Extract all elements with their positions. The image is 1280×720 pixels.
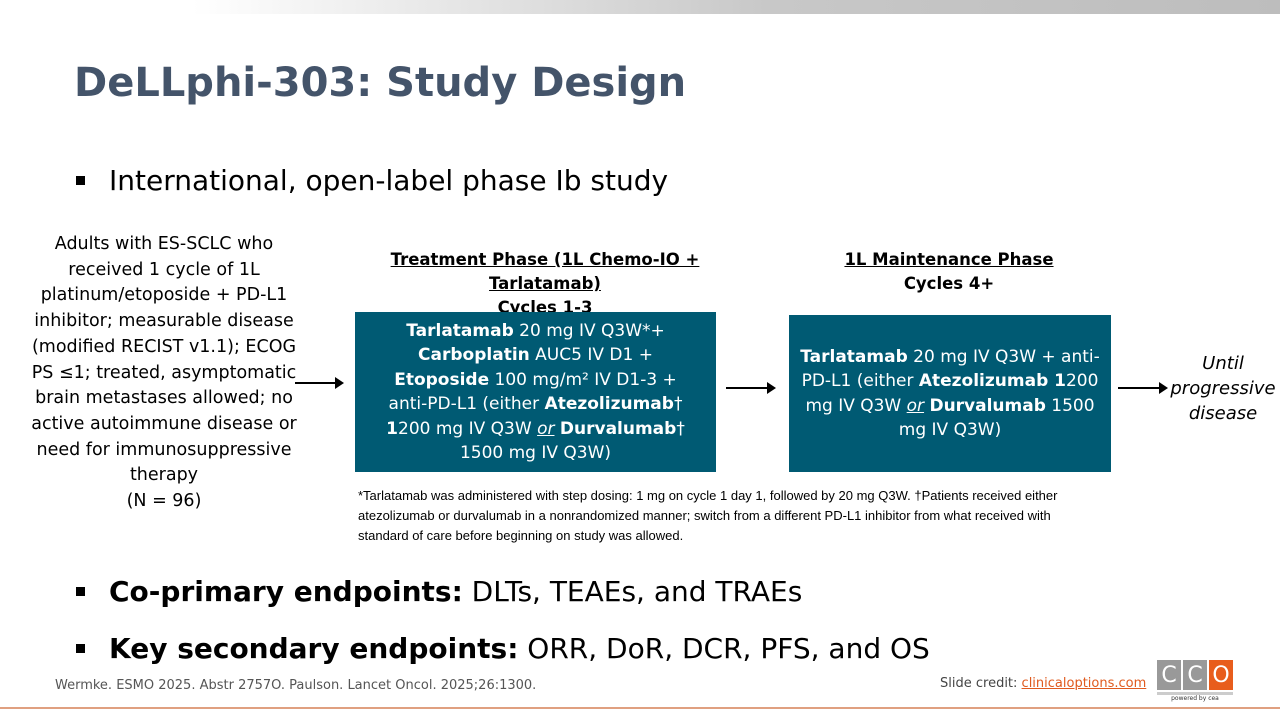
arrow-icon: [295, 377, 344, 389]
treatment-box: Tarlatamab 20 mg IV Q3W*+ Carboplatin AU…: [355, 312, 716, 472]
bullet-primary-endpoints: Co-primary endpoints: DLTs, TEAEs, and T…: [76, 575, 802, 608]
bullet-text: International, open-label phase Ib study: [109, 164, 669, 197]
citation: Wermke. ESMO 2025. Abstr 2757O. Paulson.…: [55, 678, 537, 693]
top-gradient-bar: [0, 0, 1280, 14]
maintenance-box: Tarlatamab 20 mg IV Q3W + anti-PD-L1 (ei…: [789, 315, 1111, 472]
arrow-icon: [1118, 382, 1168, 394]
slide-credit: Slide credit: clinicaloptions.com: [940, 676, 1147, 691]
population-text: Adults with ES-SCLC who received 1 cycle…: [31, 234, 297, 486]
bullet-icon: [76, 176, 85, 185]
population-description: Adults with ES-SCLC who received 1 cycle…: [22, 232, 306, 515]
population-n: (N = 96): [126, 491, 202, 512]
bottom-divider: [0, 707, 1280, 709]
treatment-phase-header: Treatment Phase (1L Chemo-IO + Tarlatama…: [340, 248, 750, 320]
slide-title: DeLLphi-303: Study Design: [74, 60, 687, 106]
bullet-secondary-endpoints: Key secondary endpoints: ORR, DoR, DCR, …: [76, 632, 930, 665]
arrow-icon: [726, 382, 776, 394]
credit-link[interactable]: clinicaloptions.com: [1021, 676, 1147, 691]
maintenance-cycles: Cycles 4+: [903, 274, 995, 293]
treatment-phase-title: Treatment Phase (1L Chemo-IO + Tarlatama…: [390, 250, 700, 293]
footnote: *Tarlatamab was administered with step d…: [358, 488, 1058, 543]
until-progression: Until progressive disease: [1170, 353, 1276, 424]
bullet-icon: [76, 587, 85, 596]
maintenance-phase-title: 1L Maintenance Phase: [844, 250, 1054, 269]
bullet-icon: [76, 644, 85, 653]
bullet-study-type: International, open-label phase Ib study: [76, 164, 668, 197]
